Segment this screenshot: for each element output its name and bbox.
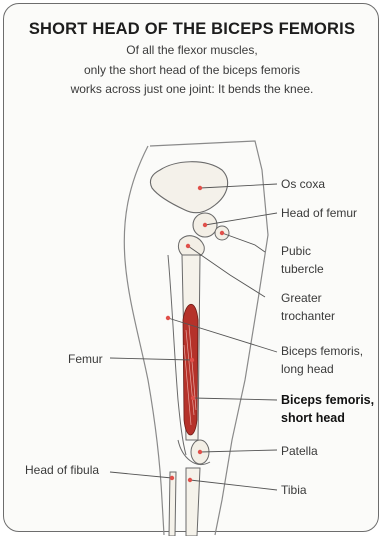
fibula-shape	[169, 472, 176, 536]
label-greater: Greater	[281, 290, 322, 306]
label-biceps-short-1: Biceps femoris,	[281, 392, 374, 408]
label-biceps-short-2: short head	[281, 410, 345, 426]
label-biceps-long-1: Biceps femoris,	[281, 343, 363, 359]
label-biceps-long-2: long head	[281, 361, 334, 377]
label-head-of-fibula: Head of fibula	[25, 462, 99, 478]
label-trochanter: trochanter	[281, 308, 335, 324]
label-pubic: Pubic	[281, 243, 311, 259]
label-tubercle: tubercle	[281, 261, 324, 277]
label-femur: Femur	[68, 351, 103, 367]
label-head-of-femur: Head of femur	[281, 205, 357, 221]
label-patella: Patella	[281, 443, 318, 459]
label-os-coxa: Os coxa	[281, 176, 325, 192]
tibia-shape	[186, 468, 200, 536]
label-tibia: Tibia	[281, 482, 307, 498]
